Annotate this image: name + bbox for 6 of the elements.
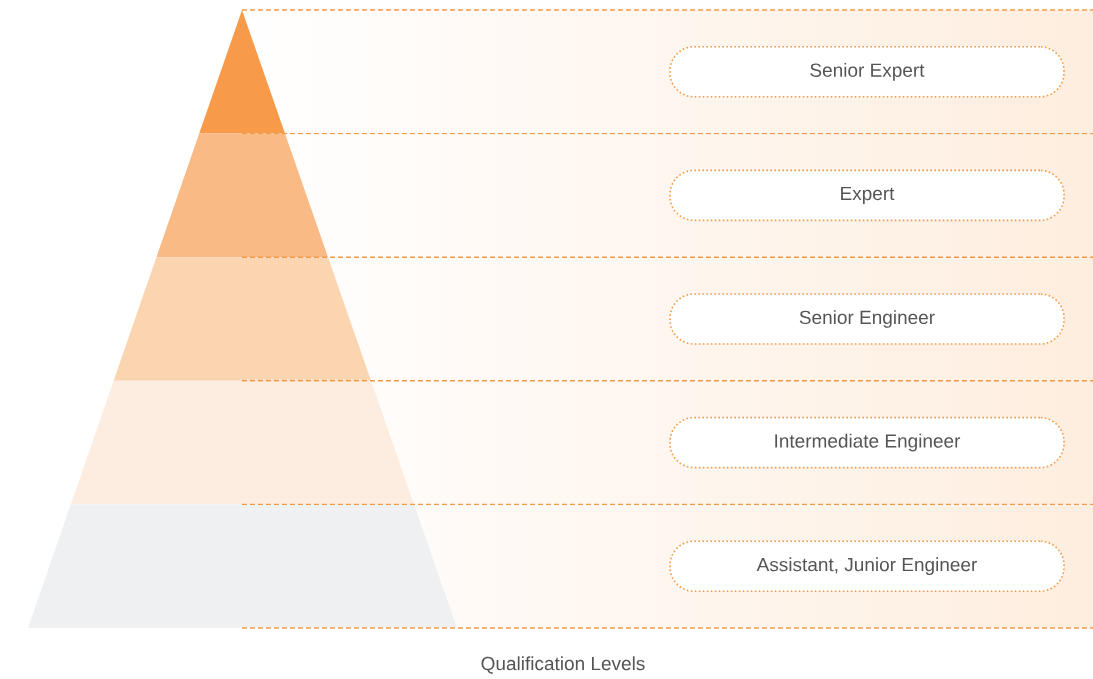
level-box: Intermediate Engineer xyxy=(669,416,1065,469)
caption: Qualification Levels xyxy=(481,656,645,674)
level-box: Senior Expert xyxy=(669,46,1065,98)
level-box: Assistant, Junior Engineer xyxy=(669,540,1065,592)
level-box: Senior Engineer xyxy=(669,293,1065,345)
level-box: Expert xyxy=(669,169,1065,222)
